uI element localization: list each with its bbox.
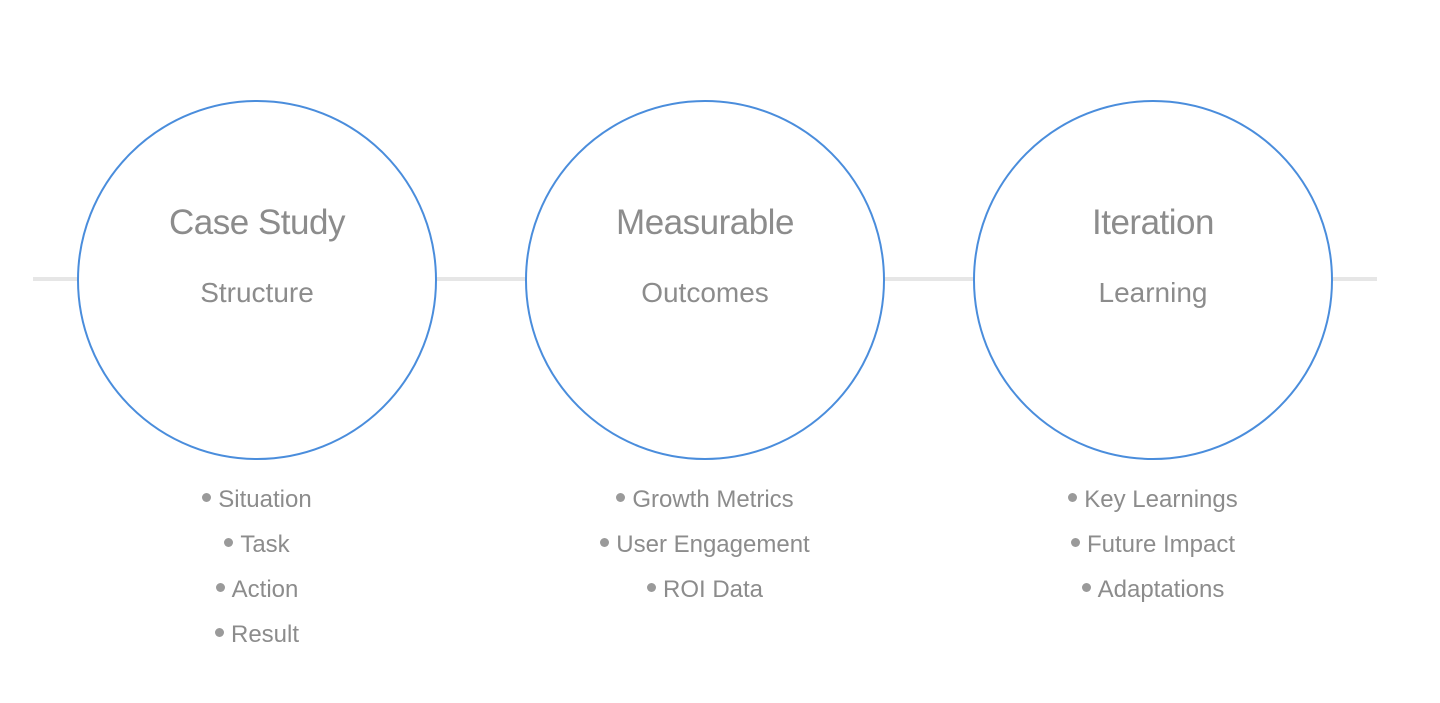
stage-subtitle: Structure (200, 277, 314, 308)
list-item-label: Growth Metrics (632, 486, 794, 513)
list-item-label: Adaptations (1097, 576, 1225, 603)
list-item-label: Future Impact (1086, 531, 1236, 558)
list-item-label: Action (231, 576, 299, 603)
bullet-icon (202, 493, 212, 503)
list-item: Action (77, 567, 437, 612)
bullet-icon (600, 538, 610, 548)
stage-subtitle: Outcomes (641, 277, 769, 308)
bullet-icon (1068, 493, 1078, 503)
stage-title: Case Study (169, 203, 345, 242)
stage-case-study: Case Study Structure Situation Task Acti… (77, 100, 437, 648)
stage-circle: Measurable Outcomes (525, 100, 885, 460)
stage-title: Measurable (616, 203, 794, 242)
list-item-label: Key Learnings (1084, 486, 1238, 513)
stage-bullet-list: Growth Metrics User Engagement ROI Data (525, 477, 885, 612)
list-item: Situation (77, 477, 437, 522)
list-item: Task (77, 522, 437, 567)
bullet-icon (1081, 583, 1091, 593)
list-item-label: User Engagement (616, 531, 810, 558)
list-item-label: Situation (218, 486, 312, 513)
list-item: ROI Data (525, 567, 885, 612)
stage-circle: Case Study Structure (77, 100, 437, 460)
stage-circle: Iteration Learning (973, 100, 1333, 460)
bullet-icon (1070, 538, 1080, 548)
stage-subtitle: Learning (1098, 277, 1208, 308)
bullet-icon (215, 583, 225, 593)
bullet-icon (214, 628, 224, 638)
list-item: Growth Metrics (525, 477, 885, 522)
list-item-label: Result (230, 621, 300, 648)
list-item-label: Task (240, 531, 290, 558)
stage-measurable: Measurable Outcomes Growth Metrics User … (525, 100, 885, 603)
stage-title: Iteration (1092, 203, 1214, 242)
list-item: Future Impact (973, 522, 1333, 567)
stage-bullet-list: Key Learnings Future Impact Adaptations (973, 477, 1333, 612)
stage-bullet-list: Situation Task Action Result (77, 477, 437, 657)
list-item: Result (77, 612, 437, 657)
list-item: User Engagement (525, 522, 885, 567)
bullet-icon (224, 538, 234, 548)
stage-iteration: Iteration Learning Key Learnings Future … (973, 100, 1333, 603)
bullet-icon (646, 583, 656, 593)
list-item: Key Learnings (973, 477, 1333, 522)
list-item-label: ROI Data (662, 576, 764, 603)
bullet-icon (616, 493, 626, 503)
list-item: Adaptations (973, 567, 1333, 612)
